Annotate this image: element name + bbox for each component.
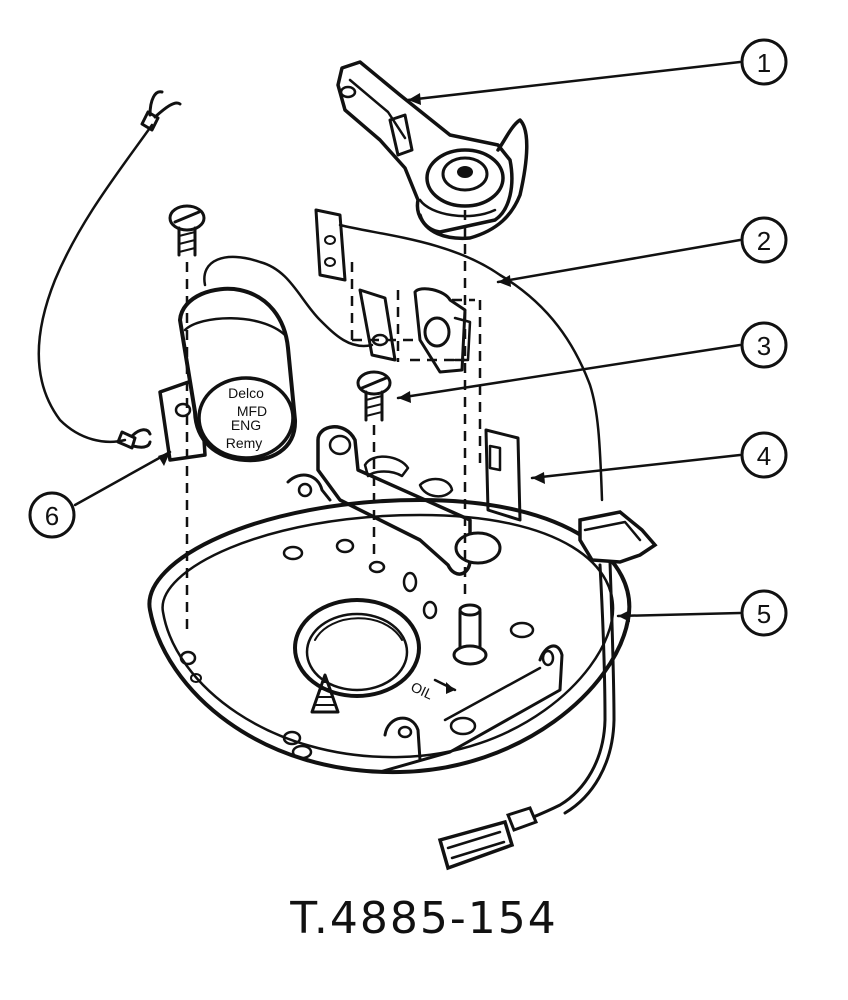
callout-5-label: 5 (757, 599, 771, 629)
callout-1: 1 (740, 38, 788, 86)
capacitor-lead (37, 90, 182, 450)
callout-6: 6 (28, 491, 76, 539)
callout-4-label: 4 (757, 441, 771, 471)
oil-marking: OIL (409, 678, 436, 702)
callout-2: 2 (740, 216, 788, 264)
low-tension-lead (437, 510, 658, 871)
contact-breaker-arm (336, 60, 529, 241)
callout-2-label: 2 (757, 226, 771, 256)
clamp-screw-lower (356, 370, 392, 422)
moving-contact-bracket (316, 425, 522, 576)
callout-4: 4 (740, 431, 788, 479)
callout-3: 3 (740, 321, 788, 369)
capacitor-marking-2: MFD (237, 403, 267, 419)
base-plate: OIL (147, 473, 632, 775)
assembly-guide-lines (185, 210, 482, 635)
capacitor: Delco MFD ENG Remy (158, 255, 374, 463)
figure-caption: T.4885-154 (290, 893, 558, 944)
callout-3-label: 3 (757, 331, 771, 361)
capacitor-marking-1: Delco (228, 385, 264, 401)
callout-5: 5 (740, 589, 788, 637)
callout-6-label: 6 (45, 501, 59, 531)
callout-leaders (73, 60, 742, 622)
capacitor-marking-4: Remy (226, 435, 263, 451)
clamp-screw-upper (168, 204, 206, 257)
callout-1-label: 1 (757, 48, 771, 78)
capacitor-marking-3: ENG (231, 417, 261, 433)
contact-set (314, 208, 604, 502)
capacitor-markings: Delco MFD ENG Remy (226, 385, 267, 451)
